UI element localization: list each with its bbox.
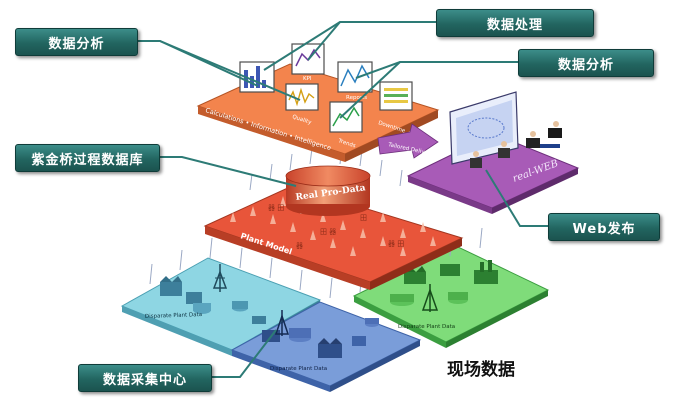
callout-data-analysis-left: 数据分析 — [15, 28, 138, 56]
trends-chart-panel: Trends — [329, 101, 363, 150]
web-layer: real-WEB — [406, 91, 580, 214]
callout-web-publish-text: Web发布 — [572, 221, 636, 237]
callout-data-processing-text: 数据处理 — [486, 17, 543, 33]
plant-site-blue: Disparate Plant Data — [230, 301, 422, 392]
svg-text:器 田: 器 田 — [268, 204, 284, 212]
plant-site-green-label: Disparate Plant Data — [398, 324, 455, 330]
callout-data-collection-text: 数据采集中心 — [102, 372, 187, 388]
plant-site-teal-label: Disparate Plant Data — [145, 312, 202, 320]
svg-text:器: 器 — [296, 242, 303, 250]
svg-text:器 田: 器 田 — [388, 240, 404, 248]
callout-data-collection: 数据采集中心 — [78, 364, 212, 392]
kpi-label: KPI — [303, 76, 312, 82]
callout-web-publish: Web发布 — [548, 213, 660, 241]
svg-text:田: 田 — [360, 214, 367, 222]
database-cylinder: Real Pro-Data — [285, 165, 371, 216]
callout-data-analysis-right: 数据分析 — [518, 49, 654, 77]
analysis-chart-panels: KPI Quality Reports Downtime Trends — [239, 43, 413, 150]
reports-chart-panel: Reports — [337, 61, 373, 101]
trends-label: Trends — [336, 138, 356, 150]
reports-label: Reports — [346, 95, 367, 101]
plant-model-layer: 器 田田 器田 器 田器 Plant Model — [203, 185, 464, 290]
callout-database-text: 紫金桥过程数据库 — [31, 152, 144, 168]
field-data-label: 现场数据 — [447, 360, 515, 380]
callout-data-processing: 数据处理 — [436, 9, 594, 37]
svg-text:田 器: 田 器 — [320, 228, 336, 236]
callout-database: 紫金桥过程数据库 — [15, 144, 160, 172]
callout-data-analysis-right-text: 数据分析 — [557, 57, 614, 73]
plant-site-blue-label: Disparate Plant Data — [270, 366, 327, 372]
callout-data-analysis-left-text: 数据分析 — [48, 36, 105, 52]
callout-leaders — [136, 21, 548, 378]
